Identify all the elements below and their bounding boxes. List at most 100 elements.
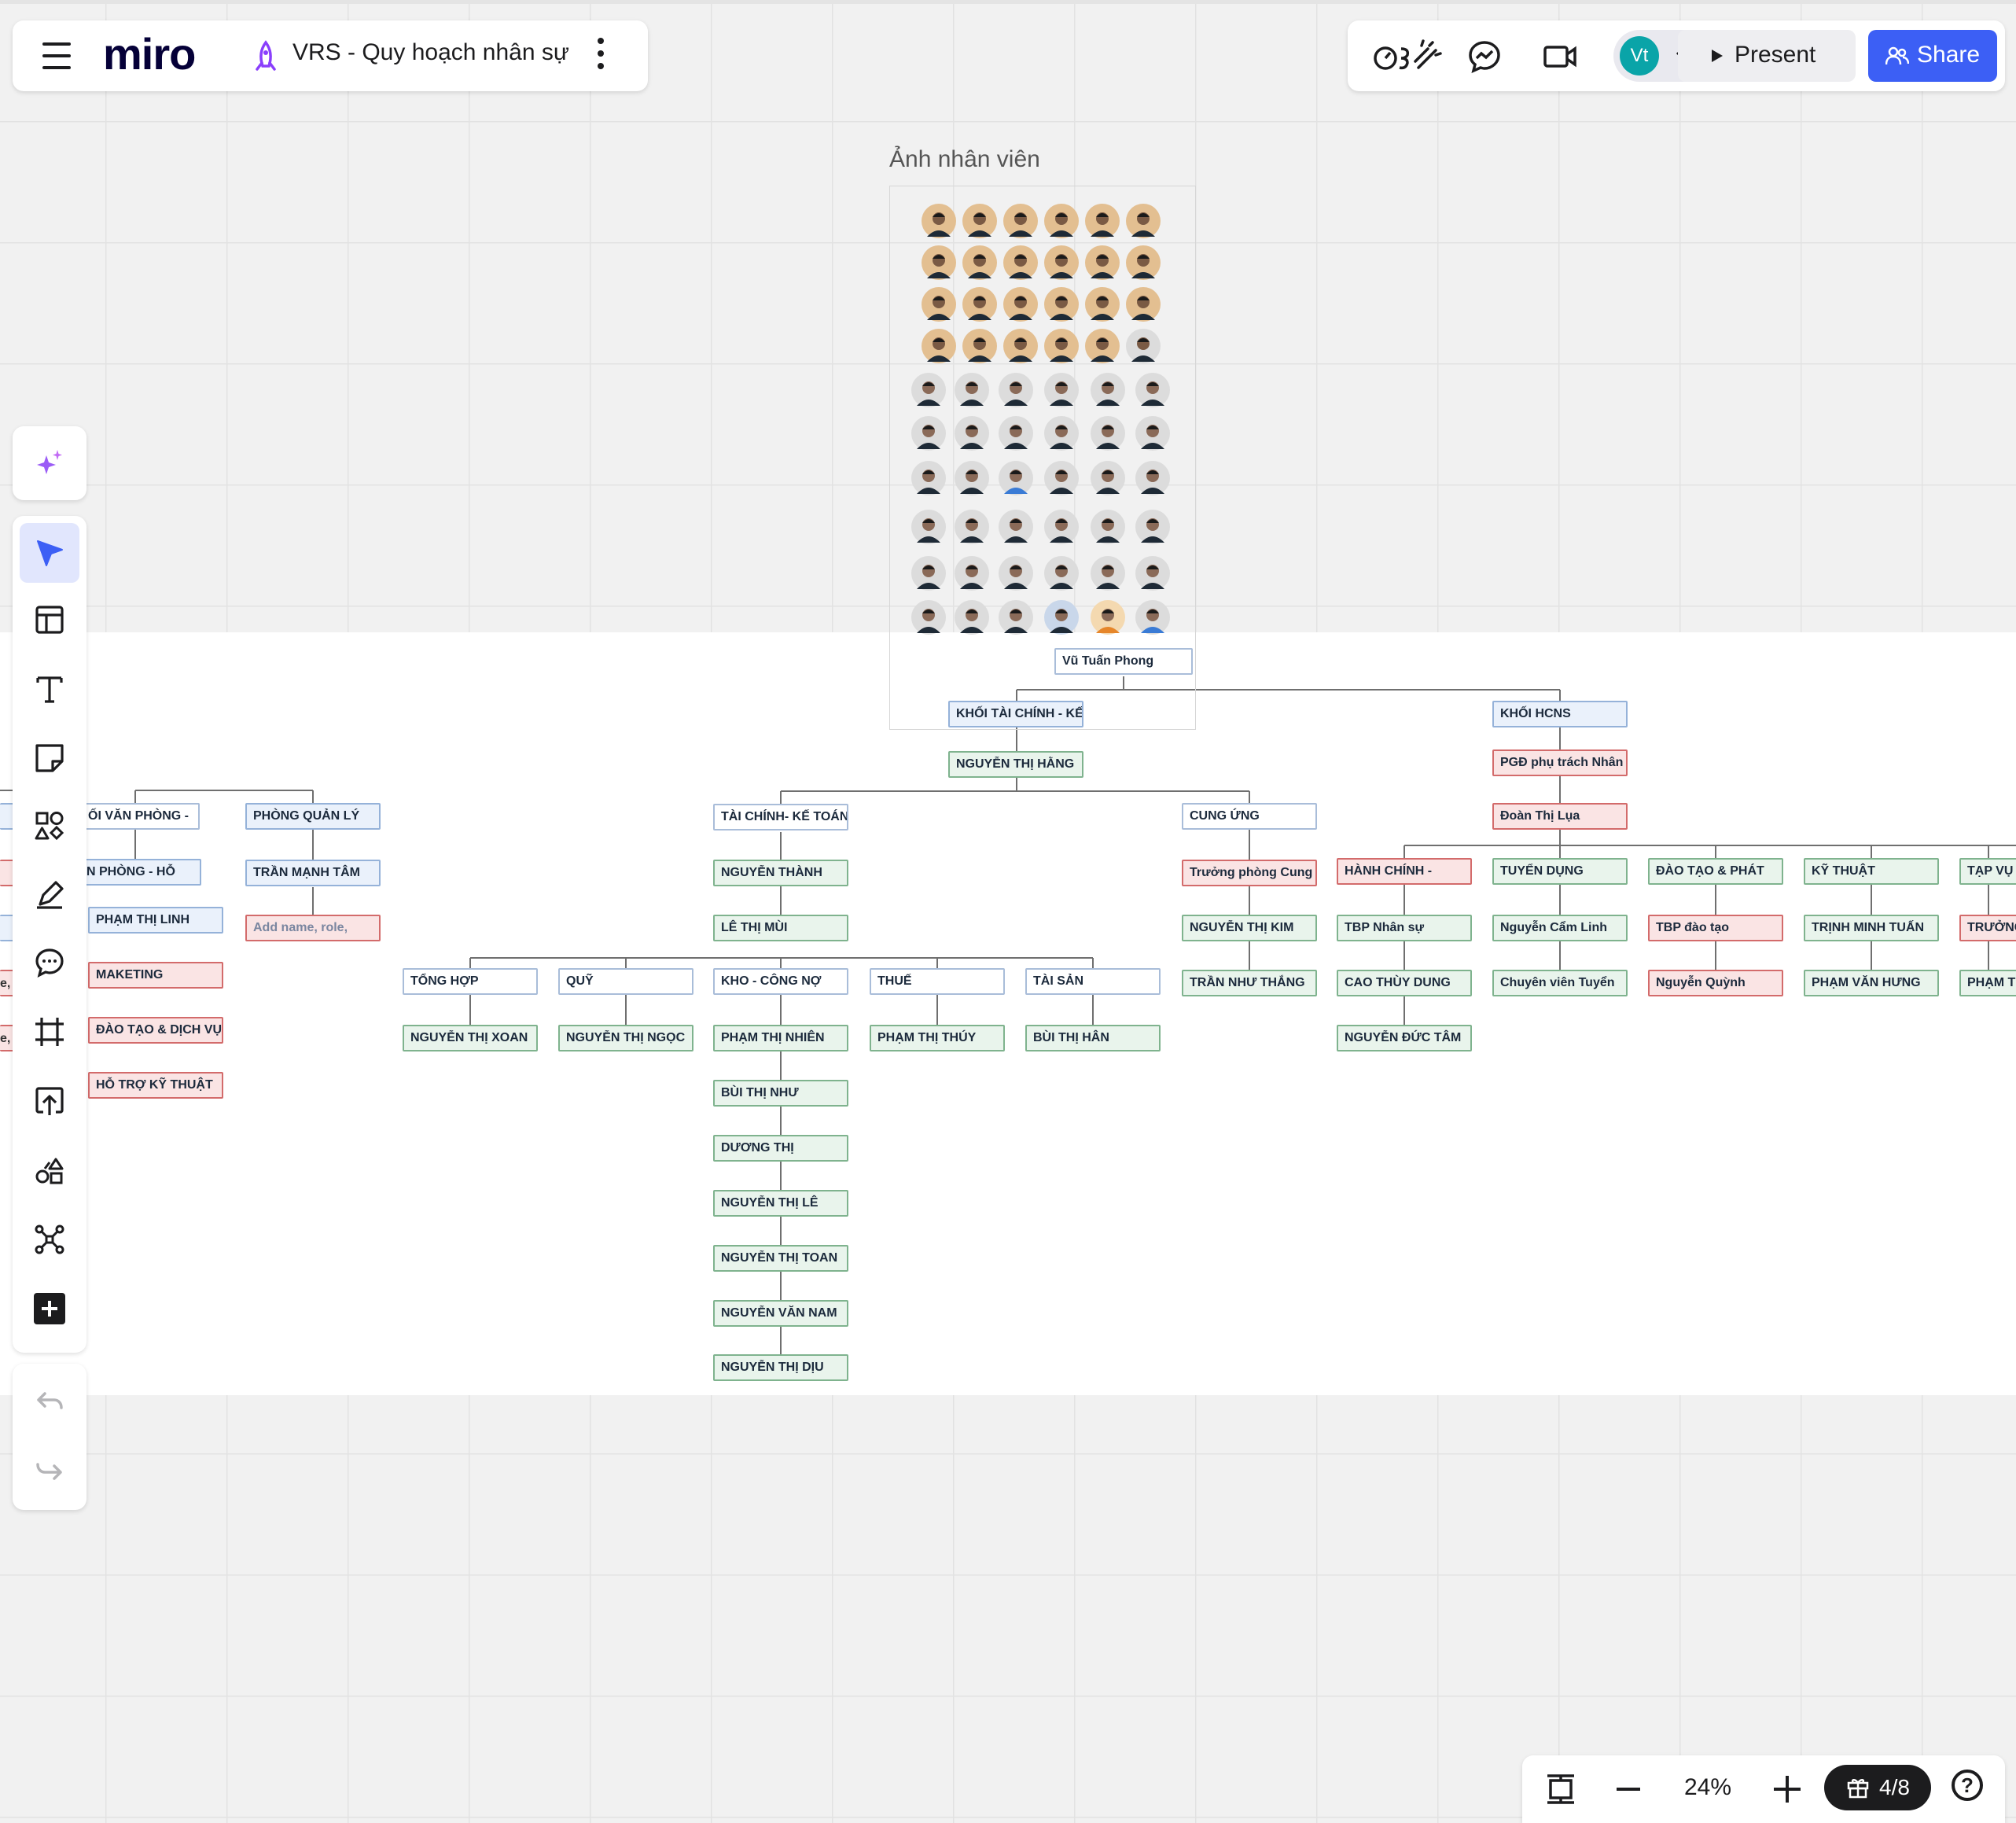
play-icon: [1712, 50, 1723, 62]
hcns-block-node[interactable]: KHỐI HCNS: [1492, 701, 1628, 727]
hcns-deputy-name-node[interactable]: Đoàn Thị Lụa: [1492, 803, 1628, 830]
office-unit-node[interactable]: MAKETING: [88, 962, 223, 989]
employee-photo-frame[interactable]: [889, 186, 1196, 730]
sticky-note-tool[interactable]: [20, 728, 79, 788]
ai-assist-button[interactable]: [20, 433, 79, 493]
mind-map-tool[interactable]: [20, 1210, 79, 1269]
history-toolbar: [13, 1364, 86, 1510]
more-apps-tool[interactable]: [20, 1279, 79, 1339]
employee-node[interactable]: NGUYỄN VĂN NAM: [713, 1300, 848, 1327]
hcns-unit-node[interactable]: TẠP VỤ: [1959, 858, 2016, 885]
shapes-tool[interactable]: [20, 796, 79, 856]
employee-node[interactable]: NGUYỄN THỊ TOAN: [713, 1245, 848, 1272]
supply-dept-node[interactable]: CUNG ỨNG: [1182, 803, 1317, 830]
text-tool[interactable]: [20, 659, 79, 719]
menu-icon[interactable]: [42, 42, 71, 69]
employee-node[interactable]: NGUYỄN THỊ NGỌC: [558, 1025, 693, 1051]
employee-node[interactable]: TRỊNH MINH TUẤN: [1804, 915, 1939, 941]
gift-count: 4/8: [1879, 1775, 1910, 1799]
unit-node[interactable]: TỔNG HỢP: [403, 968, 538, 995]
office-unit-node[interactable]: ĐÀO TẠO & DỊCH VỤ: [88, 1017, 223, 1044]
ai-panel: [13, 426, 86, 500]
hcns-unit-node[interactable]: HÀNH CHÍNH -: [1337, 858, 1472, 885]
edge-fragment: e,: [0, 1032, 11, 1045]
redo-button[interactable]: [20, 1441, 79, 1501]
employee-node[interactable]: BÙI THỊ HÂN: [1025, 1025, 1161, 1051]
rocket-board-icon: [256, 40, 276, 71]
hcns-unit-node[interactable]: KỸ THUẬT: [1804, 858, 1939, 885]
hcns-unit-node[interactable]: TUYỂN DỤNG: [1492, 858, 1628, 885]
employee-node[interactable]: NGUYỄN THỊ LÊ: [713, 1190, 848, 1217]
office-block-node[interactable]: ỐI VĂN PHÒNG -: [82, 803, 200, 830]
zoom-in-icon[interactable]: [1772, 1774, 1802, 1804]
upload-tool[interactable]: [20, 1071, 79, 1131]
board-title[interactable]: VRS - Quy hoạch nhân sự: [292, 39, 569, 65]
undo-icon: [37, 1392, 63, 1409]
frame-title[interactable]: Ảnh nhân viên: [889, 146, 1040, 172]
management-dept-node[interactable]: PHÒNG QUẢN LÝ: [245, 803, 381, 830]
board-header: miro VRS - Quy hoạch nhân sự: [13, 20, 648, 91]
office-unit-node[interactable]: HỖ TRỢ KỸ THUẬT: [88, 1072, 223, 1099]
employee-node[interactable]: PHẠM THỊ LINH: [88, 907, 223, 934]
pen-icon: [37, 881, 64, 909]
video-call-icon[interactable]: [1541, 38, 1579, 75]
employee-node[interactable]: TRẦN MẠNH TÂM: [245, 860, 381, 886]
office-sub-node[interactable]: N PHÒNG - HỖ: [82, 859, 201, 886]
gift-icon: [1847, 1779, 1869, 1799]
share-button[interactable]: Share: [1868, 30, 1997, 82]
org-root-node[interactable]: Vũ Tuấn Phong: [1054, 648, 1193, 675]
comment-tool[interactable]: [20, 933, 79, 993]
chat-activity-icon[interactable]: [1466, 38, 1503, 75]
employee-node[interactable]: TRẦN NHƯ THẮNG: [1182, 970, 1317, 996]
employee-node[interactable]: Nguyễn Cẩm Linh: [1492, 915, 1628, 941]
fit-to-screen-icon[interactable]: [1544, 1773, 1577, 1806]
redo-icon: [36, 1463, 62, 1480]
undo-button[interactable]: [20, 1373, 79, 1433]
employee-node[interactable]: PHẠM THỊ NHIÊN: [713, 1025, 848, 1051]
unit-node[interactable]: TÀI SẢN: [1025, 968, 1161, 995]
accounting-person-node[interactable]: NGUYỄN THÀNH: [713, 860, 848, 886]
unit-node[interactable]: KHO - CÔNG NỢ: [713, 968, 848, 995]
employee-node[interactable]: TBP đào tạo: [1648, 915, 1783, 941]
employee-node[interactable]: BÙI THỊ NHƯ: [713, 1080, 848, 1107]
employee-node[interactable]: DƯƠNG THỊ: [713, 1135, 848, 1162]
templates-tool[interactable]: [20, 590, 79, 650]
finance-lead-node[interactable]: NGUYỄN THỊ HẰNG: [948, 751, 1083, 778]
employee-node[interactable]: NGUYỄN THỊ XOAN: [403, 1025, 538, 1051]
text-icon: [36, 676, 63, 703]
unit-node[interactable]: QUỸ: [558, 968, 693, 995]
reactions-icon[interactable]: [1373, 38, 1444, 75]
employee-node[interactable]: NGUYỄN ĐỨC TÂM: [1337, 1025, 1472, 1051]
help-icon[interactable]: ?: [1952, 1770, 1983, 1801]
hcns-deputy-node[interactable]: PGĐ phụ trách Nhân: [1492, 749, 1628, 776]
employee-node[interactable]: Chuyên viên Tuyển: [1492, 970, 1628, 996]
finance-block-node[interactable]: KHỐI TÀI CHÍNH - KẾ: [948, 701, 1083, 727]
select-tool[interactable]: [20, 523, 79, 583]
employee-node[interactable]: NGUYỄN THỊ KIM: [1182, 915, 1317, 941]
employee-node[interactable]: TBP Nhân sự: [1337, 915, 1472, 941]
employee-node[interactable]: CAO THÙY DUNG: [1337, 970, 1472, 996]
hcns-unit-node[interactable]: ĐÀO TẠO & PHÁT: [1648, 858, 1783, 885]
zoom-out-icon[interactable]: [1615, 1776, 1642, 1803]
pen-tool[interactable]: [20, 865, 79, 925]
more-options-icon[interactable]: [596, 38, 605, 75]
edge-fragment: e,: [0, 977, 11, 990]
miro-logo[interactable]: miro: [103, 29, 196, 79]
employee-node[interactable]: PHẠM TI: [1959, 970, 2016, 996]
placeholder-node[interactable]: Add name, role,: [245, 915, 381, 941]
employee-node[interactable]: PHẠM THỊ THÚY: [870, 1025, 1005, 1051]
gift-pill[interactable]: 4/8: [1824, 1765, 1931, 1810]
unit-node[interactable]: THUẾ: [870, 968, 1005, 995]
present-button[interactable]: Present: [1678, 30, 1856, 82]
diagram-tool[interactable]: [20, 1140, 79, 1200]
accounting-dept-node[interactable]: TÀI CHÍNH- KẾ TOÁN: [713, 804, 848, 830]
employee-node[interactable]: PHẠM VĂN HƯNG: [1804, 970, 1939, 996]
employee-node[interactable]: TRƯỞNG: [1959, 915, 2016, 941]
accounting-person-node[interactable]: LÊ THỊ MÙI: [713, 915, 848, 941]
zoom-level[interactable]: 24%: [1684, 1774, 1732, 1800]
employee-node[interactable]: NGUYỄN THỊ DỊU: [713, 1354, 848, 1381]
employee-node[interactable]: Nguyễn Quỳnh: [1648, 970, 1783, 996]
supply-head-node[interactable]: Trưởng phòng Cung: [1182, 860, 1317, 886]
frame-tool[interactable]: [20, 1002, 79, 1062]
user-avatar[interactable]: Vt: [1620, 36, 1659, 75]
